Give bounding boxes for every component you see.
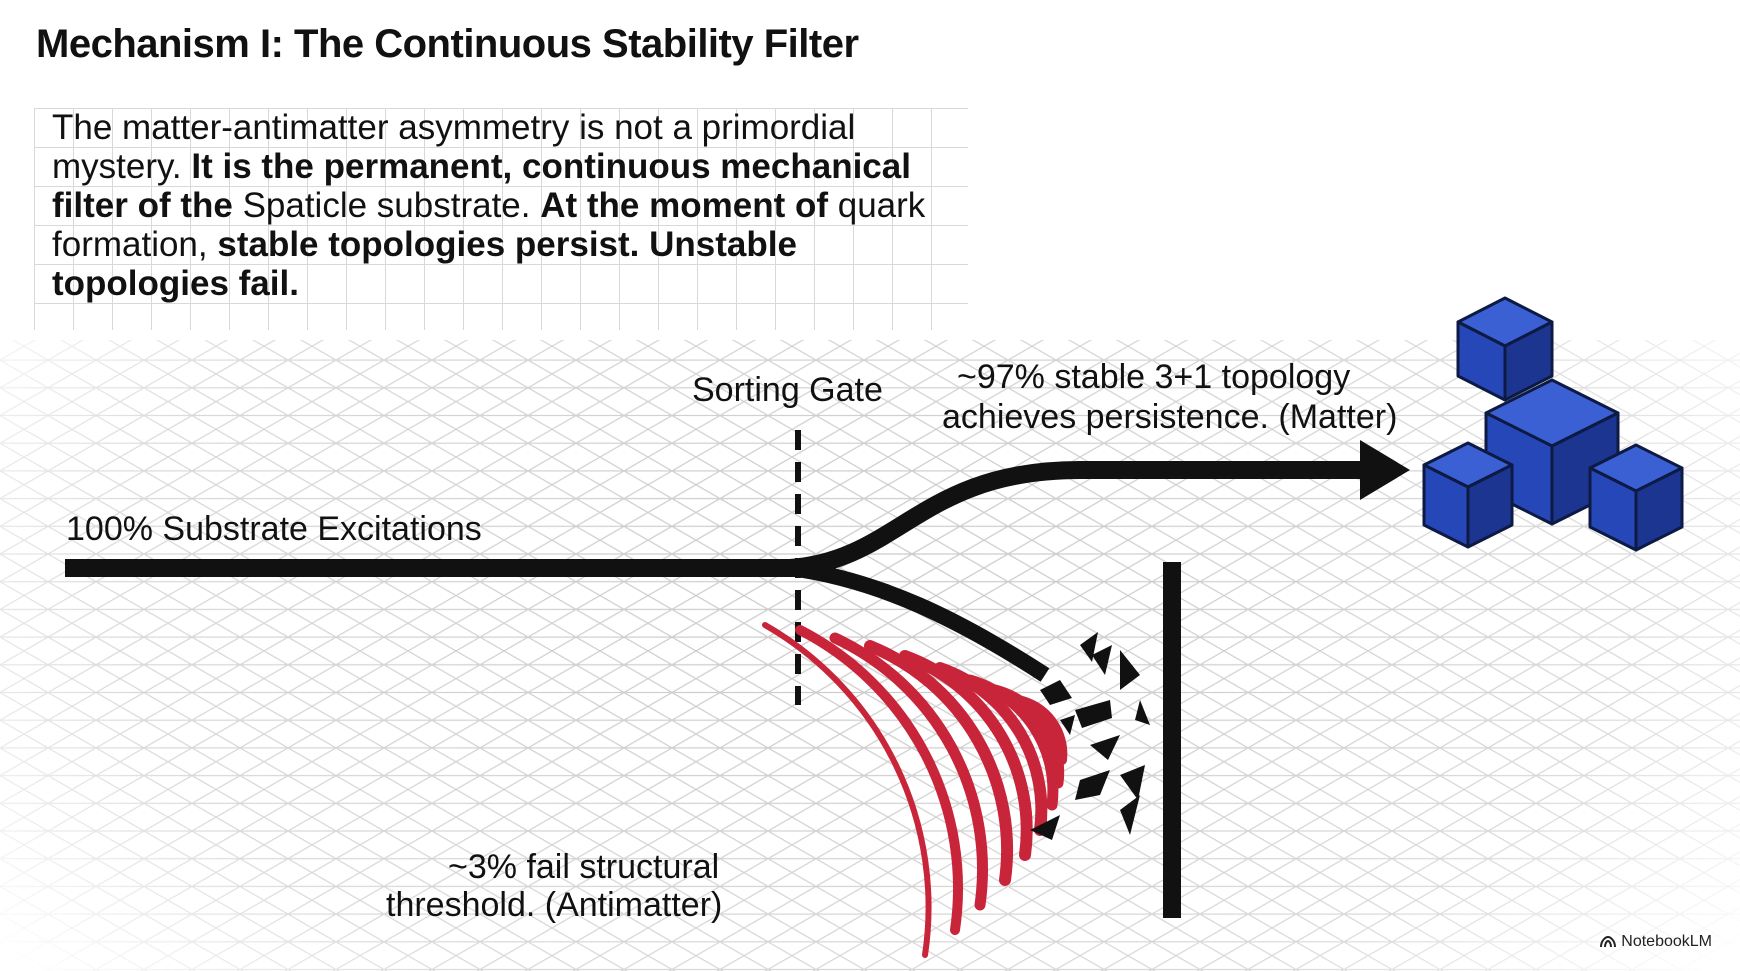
matter-flow-line [789, 461, 1380, 577]
antimatter-label-line1: ~3% fail structural [448, 848, 720, 886]
matter-label-line2: achieves persistence. (Matter) [942, 398, 1398, 436]
matter-label-line1: ~97% stable 3+1 topology [957, 358, 1351, 396]
antimatter-flow-line [788, 560, 1050, 682]
shard-debris-icon [1030, 632, 1150, 840]
cube-stack-icon [1422, 296, 1684, 552]
sorting-gate-label: Sorting Gate [692, 371, 883, 409]
arrow-head-icon [1360, 440, 1410, 500]
brand-watermark: NotebookLM [1600, 933, 1712, 951]
shockwave-icon [762, 622, 1068, 958]
cube-left [1422, 441, 1514, 549]
input-label: 100% Substrate Excitations [66, 510, 482, 548]
cube-right [1588, 443, 1684, 552]
intro-emphasis-3: stable topologies persist. Unstable topo… [52, 225, 797, 303]
intro-emphasis-1: It is the permanent, continuous mechanic… [52, 147, 911, 225]
slide-title: Mechanism I: The Continuous Stability Fi… [36, 22, 859, 66]
antimatter-label-line2: threshold. (Antimatter) [386, 886, 723, 924]
intro-sentence-5: quark formation, [52, 186, 926, 264]
intro-text-box: The matter-antimatter asymmetry is not a… [34, 108, 968, 330]
intro-emphasis-2: At the moment of [540, 186, 828, 225]
intro-sentence-1: The matter-antimatter asymmetry is not a… [52, 108, 856, 186]
cube-top [1456, 296, 1554, 402]
intro-paragraph: The matter-antimatter asymmetry is not a… [52, 108, 968, 303]
brand-name: NotebookLM [1621, 933, 1712, 950]
notebooklm-logo-icon [1600, 936, 1617, 948]
intro-sentence-3: Spaticle substrate. [242, 186, 531, 225]
